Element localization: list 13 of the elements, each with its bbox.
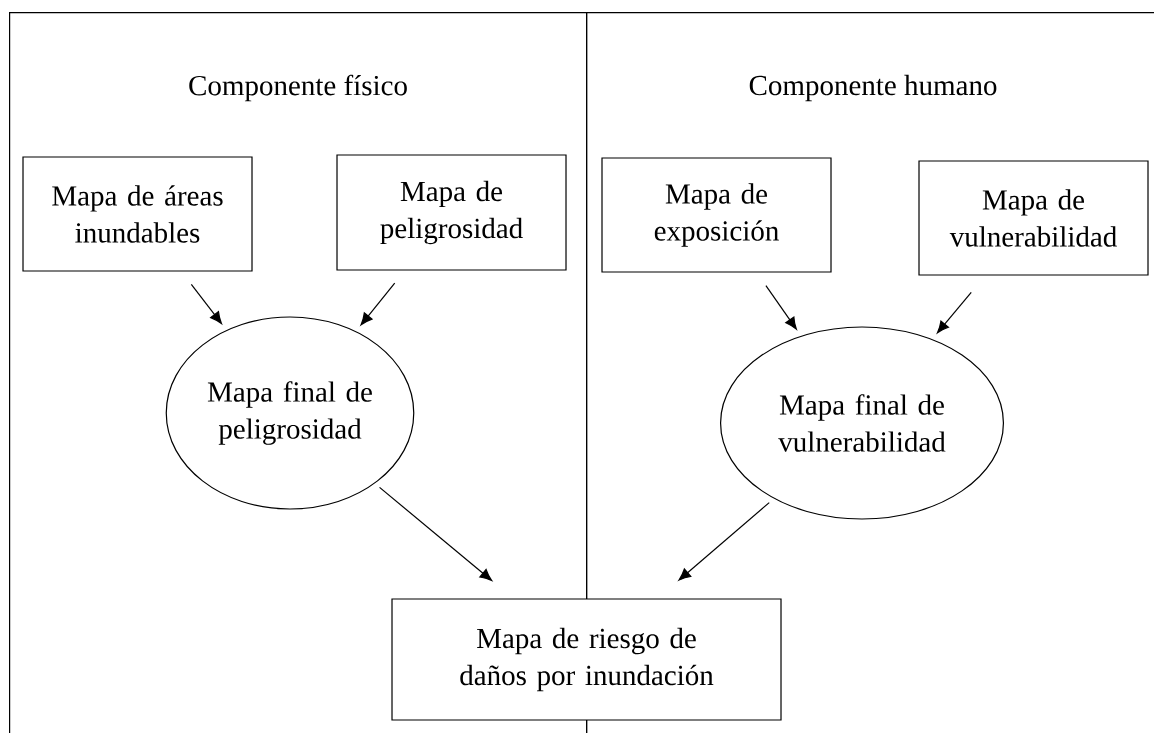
arrow (678, 502, 770, 581)
map-box: Mapa de peligrosidad (336, 154, 567, 271)
map-box: Mapa de áreas inundables (22, 156, 253, 272)
column-heading: Componente físico (189, 74, 407, 102)
arrow (190, 283, 222, 325)
column-heading: Componente humano (749, 74, 997, 102)
map-box: Mapa de exposición (601, 157, 832, 273)
arrow (378, 486, 493, 581)
map-box: Mapa de riesgo de daños por inundación (391, 598, 782, 721)
arrow (936, 291, 972, 334)
arrow (360, 282, 396, 326)
arrow (765, 285, 797, 330)
map-box: Mapa de vulnerabilidad (918, 160, 1149, 276)
